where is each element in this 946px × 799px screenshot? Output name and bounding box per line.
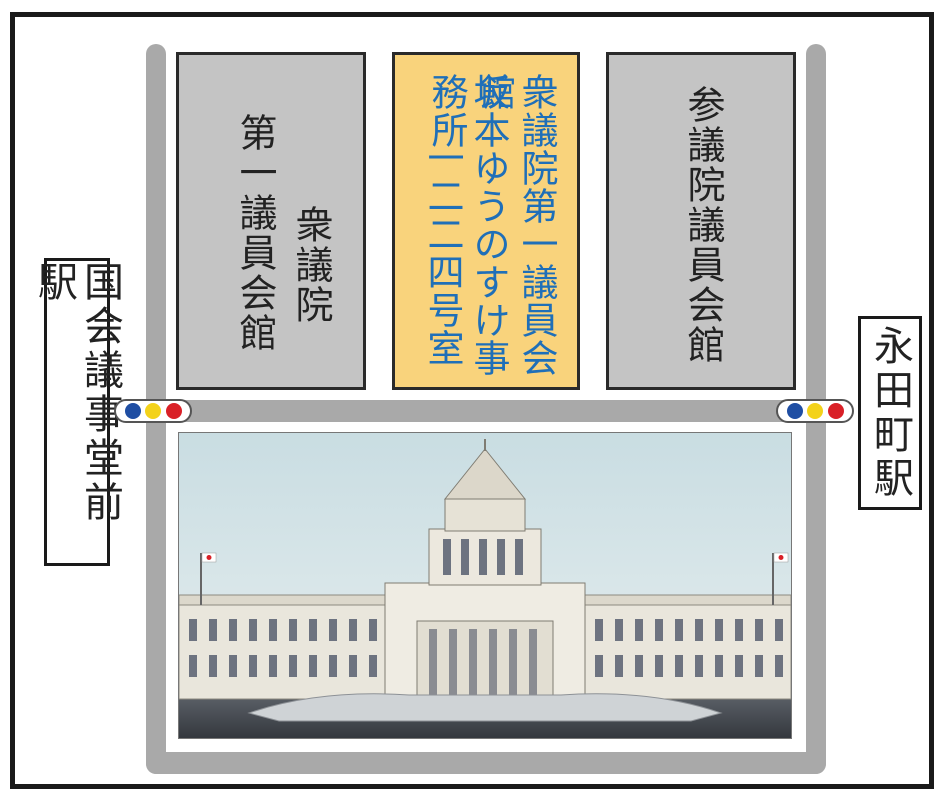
station-nagatacho[interactable]: 永田町駅 [858, 316, 922, 510]
sangiin-label: 参議院議員会館 [681, 85, 725, 365]
line-dot-blue [786, 403, 803, 419]
shugiin-label: 衆議院 [289, 205, 333, 325]
shugiin-first-members-building: 衆議院 第一議員会館 [176, 52, 366, 390]
station-kokkai-gijidomae-label: 国会議事堂前駅 [31, 261, 123, 525]
right-subway-lines-marker [776, 399, 854, 423]
road-horizontal-middle [120, 400, 850, 422]
office-name: 坂本ゆうのすけ事務所 [425, 73, 510, 377]
national-diet-building-illustration [178, 432, 792, 739]
first-members-building-label: 第一議員会館 [233, 113, 277, 353]
road-bottom [146, 752, 826, 774]
line-dot-red [827, 403, 844, 419]
line-dot-blue [124, 403, 141, 419]
line-dot-yellow [145, 403, 161, 419]
left-subway-lines-marker [114, 399, 192, 423]
office-room-number: 一二二四号室 [421, 139, 464, 367]
office-building-name: 衆議院第一議員会館 [473, 73, 558, 377]
line-dot-yellow [807, 403, 823, 419]
sakamoto-office-building[interactable]: 衆議院第一議員会館 坂本ゆうのすけ事務所 一二二四号室 [392, 52, 580, 390]
station-nagatacho-label: 永田町駅 [867, 325, 913, 501]
line-dot-red [165, 403, 182, 419]
station-kokkai-gijidomae[interactable]: 国会議事堂前駅 [31, 258, 123, 566]
sangiin-members-building: 参議院議員会館 [606, 52, 796, 390]
